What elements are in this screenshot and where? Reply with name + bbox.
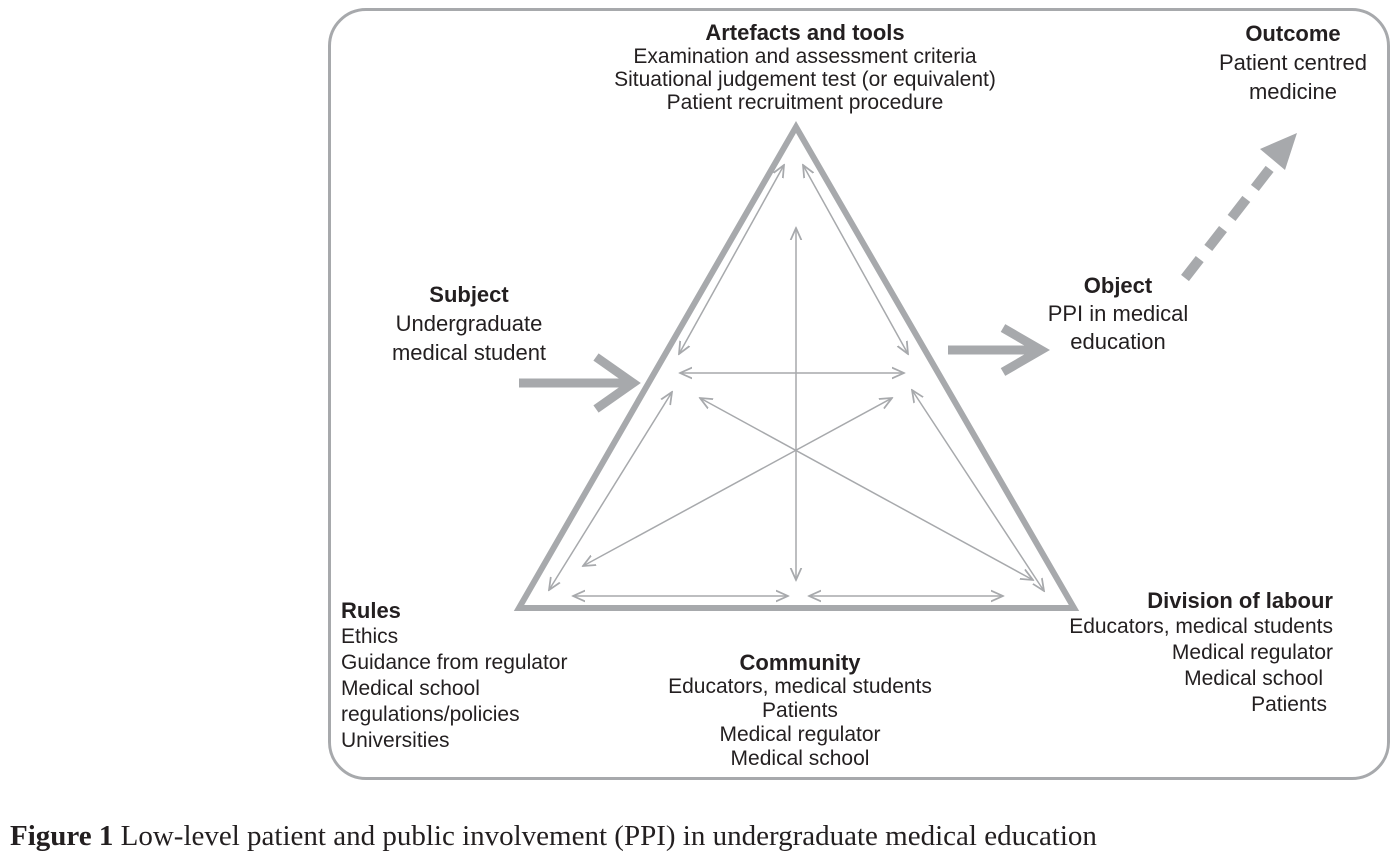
activity-triangle bbox=[513, 120, 1080, 611]
arrow-object-division-right bbox=[912, 390, 1044, 591]
rules-line-2: Guidance from regulator bbox=[341, 651, 568, 674]
division-line-2: Medical regulator bbox=[1171, 641, 1333, 664]
diagram-frame bbox=[328, 8, 1390, 780]
arrow-artefacts-subject-left bbox=[679, 165, 784, 354]
arrow-subject-division-diagonal bbox=[700, 398, 1033, 580]
rules-node: Rules Ethics Guidance from regulator Med… bbox=[341, 598, 601, 754]
figure-caption: Figure 1 Low-level patient and public in… bbox=[10, 820, 1097, 853]
object-line-2: education bbox=[1070, 329, 1166, 354]
artefacts-line-1: Examination and assessment criteria bbox=[633, 45, 977, 68]
division-node: Division of labour Educators, medical st… bbox=[1030, 587, 1333, 718]
rules-heading: Rules bbox=[341, 598, 401, 623]
community-line-3: Medical regulator bbox=[719, 723, 881, 746]
division-line-3: Medical school bbox=[1184, 667, 1323, 690]
rules-line-1: Ethics bbox=[341, 625, 399, 648]
arrow-artefacts-object-right bbox=[803, 165, 908, 354]
artefacts-node: Artefacts and tools Examination and asse… bbox=[560, 20, 1050, 114]
object-node: Object PPI in medical education bbox=[1020, 272, 1216, 356]
rules-line-3: Medical school bbox=[341, 677, 480, 700]
figure-label: Figure 1 bbox=[10, 820, 114, 852]
community-line-2: Patients bbox=[762, 699, 838, 722]
object-output-arrow bbox=[948, 324, 1050, 376]
community-line-4: Medical school bbox=[730, 747, 870, 770]
outcome-node: Outcome Patient centred medicine bbox=[1195, 19, 1391, 106]
arrow-object-rules-diagonal bbox=[583, 398, 892, 566]
community-line-1: Educators, medical students bbox=[668, 675, 932, 698]
artefacts-heading: Artefacts and tools bbox=[705, 20, 905, 45]
division-line-1: Educators, medical students bbox=[1069, 615, 1333, 638]
relation-arrows bbox=[549, 165, 1044, 596]
object-heading: Object bbox=[1083, 273, 1153, 298]
figure-caption-text: Low-level patient and public involvement… bbox=[120, 820, 1097, 852]
community-node: Community Educators, medical students Pa… bbox=[640, 650, 960, 771]
outcome-heading: Outcome bbox=[1245, 21, 1341, 46]
artefacts-line-2: Situational judgement test (or equivalen… bbox=[614, 68, 996, 91]
subject-input-arrow bbox=[519, 353, 641, 413]
subject-heading: Subject bbox=[429, 282, 509, 307]
subject-line-2: medical student bbox=[391, 340, 547, 365]
rules-line-5: Universities bbox=[341, 729, 450, 752]
rules-line-4: regulations/policies bbox=[341, 703, 520, 726]
subject-node: Subject Undergraduate medical student bbox=[364, 280, 574, 367]
subject-line-1: Undergraduate bbox=[395, 311, 543, 336]
outcome-dashed-arrow bbox=[1181, 158, 1279, 282]
outcome-arrowhead bbox=[1260, 133, 1297, 170]
community-heading: Community bbox=[739, 650, 861, 675]
object-line-1: PPI in medical bbox=[1047, 301, 1189, 326]
outcome-line-1: Patient centred bbox=[1219, 50, 1367, 75]
division-line-4: Patients bbox=[1251, 693, 1327, 716]
artefacts-line-3: Patient recruitment procedure bbox=[666, 91, 944, 114]
division-heading: Division of labour bbox=[1147, 588, 1333, 613]
outcome-line-2: medicine bbox=[1248, 79, 1338, 104]
arrow-subject-rules-left bbox=[549, 392, 672, 590]
